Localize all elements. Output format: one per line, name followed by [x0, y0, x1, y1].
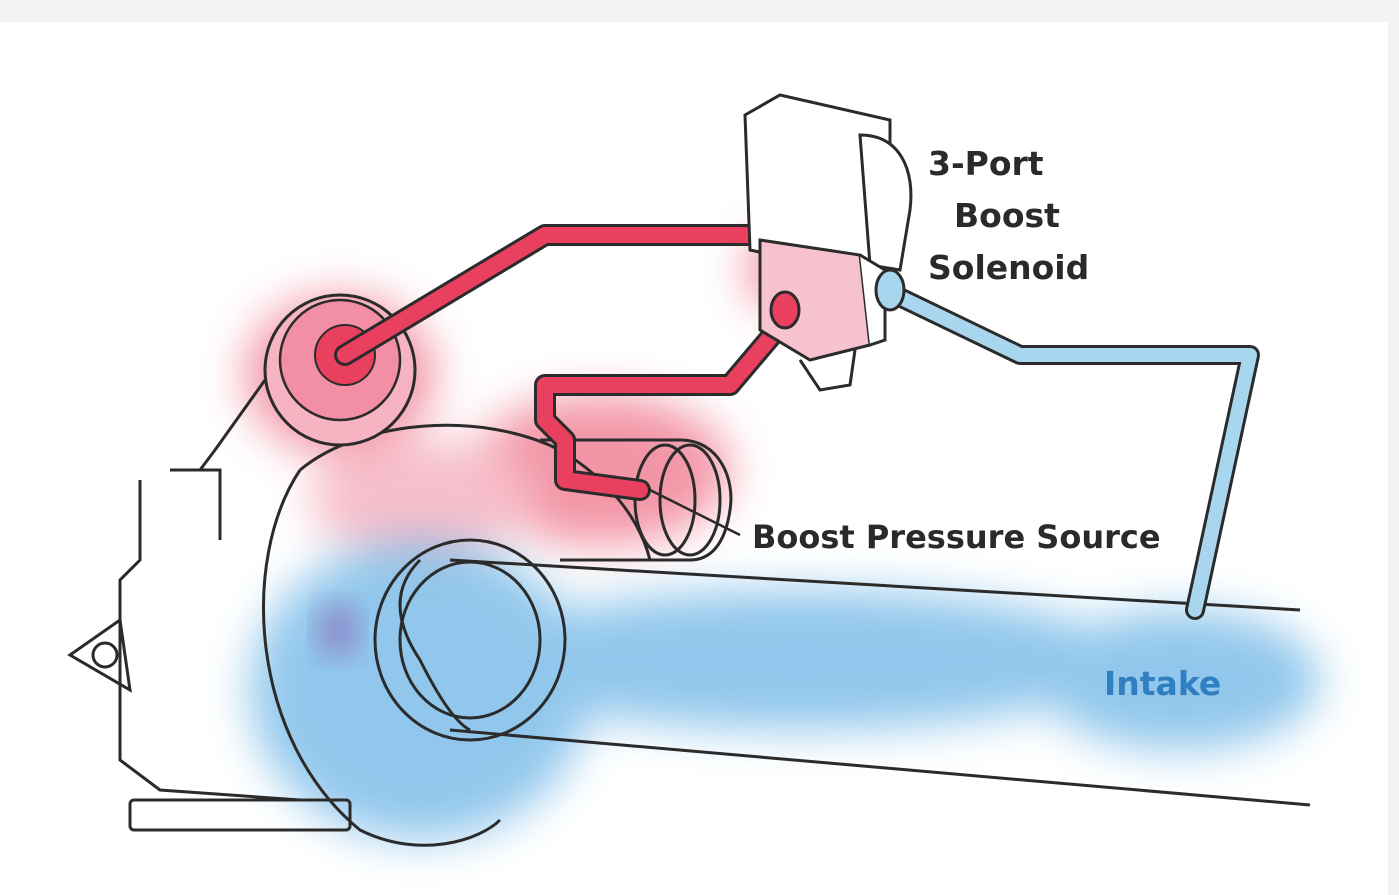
- solenoid-label: 3-Port Boost Solenoid: [928, 138, 1089, 294]
- solenoid-label-line-2: Boost: [954, 196, 1060, 235]
- boost-solenoid: [743, 93, 913, 392]
- boost-pressure-source-label: Boost Pressure Source: [752, 518, 1161, 556]
- boost-source-leader: [649, 488, 741, 537]
- intake-label: Intake: [1104, 664, 1222, 703]
- intake-pipe: [398, 558, 1311, 807]
- solenoid-label-line-3: Solenoid: [928, 248, 1090, 287]
- intake-line: [875, 280, 1260, 620]
- mixed-spot: [316, 602, 360, 658]
- solenoid-label-line-1: 3-Port: [928, 144, 1044, 183]
